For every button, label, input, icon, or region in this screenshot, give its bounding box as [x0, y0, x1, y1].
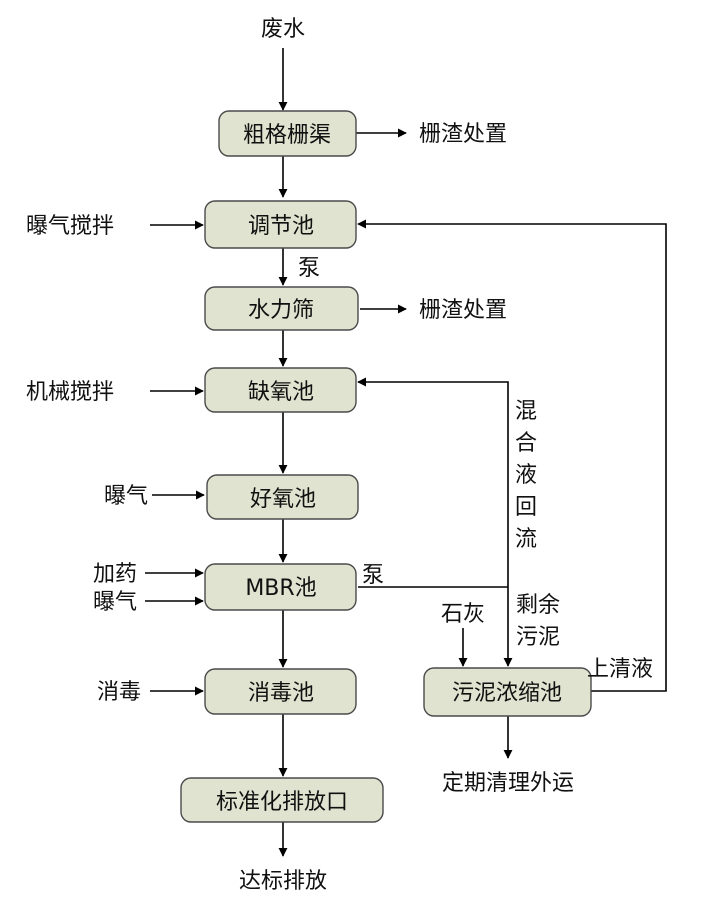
label-dosing: 加药: [93, 562, 137, 587]
label-aeration-stirring: 曝气搅拌: [26, 214, 114, 239]
label-aeration-2: 曝气: [93, 590, 137, 615]
label-mixed-liquor-return-2: 合: [515, 431, 537, 456]
label-disinfect: 消毒: [97, 680, 141, 705]
node-anoxic: 缺氧池: [204, 367, 357, 413]
label-pump-1: 泵: [298, 256, 320, 281]
node-coarse-screen-label: 粗格栅渠: [243, 123, 331, 148]
node-sludge-thickener-label: 污泥浓缩池: [452, 681, 562, 706]
node-equalization-label: 调节池: [248, 214, 314, 239]
node-anoxic-label: 缺氧池: [248, 380, 314, 405]
node-coarse-screen: 粗格栅渠: [218, 110, 357, 157]
label-excess-sludge-2: 污泥: [516, 625, 560, 650]
label-excess-sludge-1: 剩余: [516, 593, 560, 618]
label-discharge: 达标排放: [239, 869, 327, 894]
arrow-supernatant-return: [357, 219, 667, 692]
node-equalization: 调节池: [204, 200, 357, 249]
node-disinfection: 消毒池: [204, 668, 357, 715]
label-mechanical-stirring: 机械搅拌: [26, 380, 114, 405]
node-sludge-thickener: 污泥浓缩池: [423, 667, 592, 717]
node-mbr-label: MBR池: [245, 576, 316, 601]
label-mixed-liquor-return-3: 液: [515, 463, 537, 488]
label-periodic-cleanup: 定期清理外运: [442, 771, 574, 796]
node-aerobic: 好氧池: [206, 474, 359, 520]
node-hydraulic-screen-label: 水力筛: [248, 298, 314, 323]
node-mbr: MBR池: [204, 563, 357, 611]
label-aeration-1: 曝气: [104, 484, 148, 509]
node-hydraulic-screen: 水力筛: [204, 286, 359, 331]
node-aerobic-label: 好氧池: [250, 487, 316, 512]
node-outlet-label: 标准化排放口: [216, 790, 348, 815]
label-mixed-liquor-return-4: 回: [515, 495, 537, 520]
label-wastewater: 废水: [261, 17, 305, 42]
label-pump-2: 泵: [362, 563, 384, 588]
label-mixed-liquor-return-1: 混: [515, 399, 537, 424]
label-screenings-1: 栅渣处置: [419, 122, 507, 147]
label-supernatant: 上清液: [587, 657, 653, 682]
arrow-mixed-liquor-return: [357, 377, 509, 587]
label-lime: 石灰: [441, 602, 485, 627]
label-mixed-liquor-return-5: 流: [515, 527, 537, 552]
label-screenings-2: 栅渣处置: [419, 298, 507, 323]
node-disinfection-label: 消毒池: [248, 681, 314, 706]
node-outlet: 标准化排放口: [180, 777, 384, 823]
